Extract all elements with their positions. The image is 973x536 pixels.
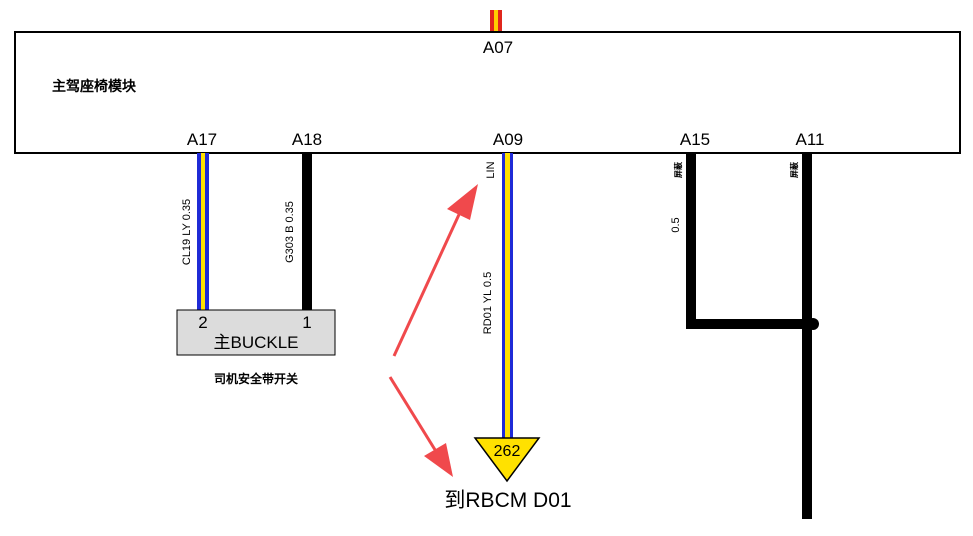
buckle-pin-1: 1 [302, 313, 311, 332]
buckle-caption: 司机安全带开关 [214, 371, 298, 386]
wire-a17-label: CL19 LY 0.35 [181, 199, 193, 265]
seat-module-box [14, 31, 961, 154]
pin-a17-label: A17 [187, 130, 217, 149]
pin-a15-label: A15 [680, 130, 710, 149]
wire-a15-a11-shield [686, 153, 819, 519]
module-top-pin-label: A07 [483, 38, 513, 57]
pin-a18-label: A18 [292, 130, 322, 149]
wire-a15-tag: 屏蔽 [673, 161, 683, 178]
wire-a15-size: 0.5 [670, 217, 682, 232]
buckle-name: 主BUCKLE [213, 333, 298, 352]
top-feed-wire [490, 10, 502, 32]
wire-a09 [502, 153, 513, 438]
wire-a09-lin-label: LIN [485, 161, 497, 178]
pin-a09-label: A09 [493, 130, 523, 149]
red-arrow-down [388, 376, 453, 477]
wire-a18 [302, 153, 312, 310]
wire-a17 [197, 153, 209, 310]
wire-a11-tag: 屏蔽 [789, 161, 799, 178]
connector-262-triangle [473, 437, 541, 483]
pin-a11-label: A11 [796, 130, 825, 149]
module-name: 主驾座椅模块 [52, 78, 137, 94]
buckle-switch-box [176, 309, 336, 356]
connector-number: 262 [494, 443, 521, 460]
red-arrow-up [392, 184, 478, 357]
wire-a09-label: RD01 YL 0.5 [482, 272, 494, 334]
buckle-pin-2: 2 [198, 313, 207, 332]
wire-a18-label: G303 B 0.35 [284, 201, 296, 263]
connector-destination: 到RBCM D01 [444, 489, 571, 512]
